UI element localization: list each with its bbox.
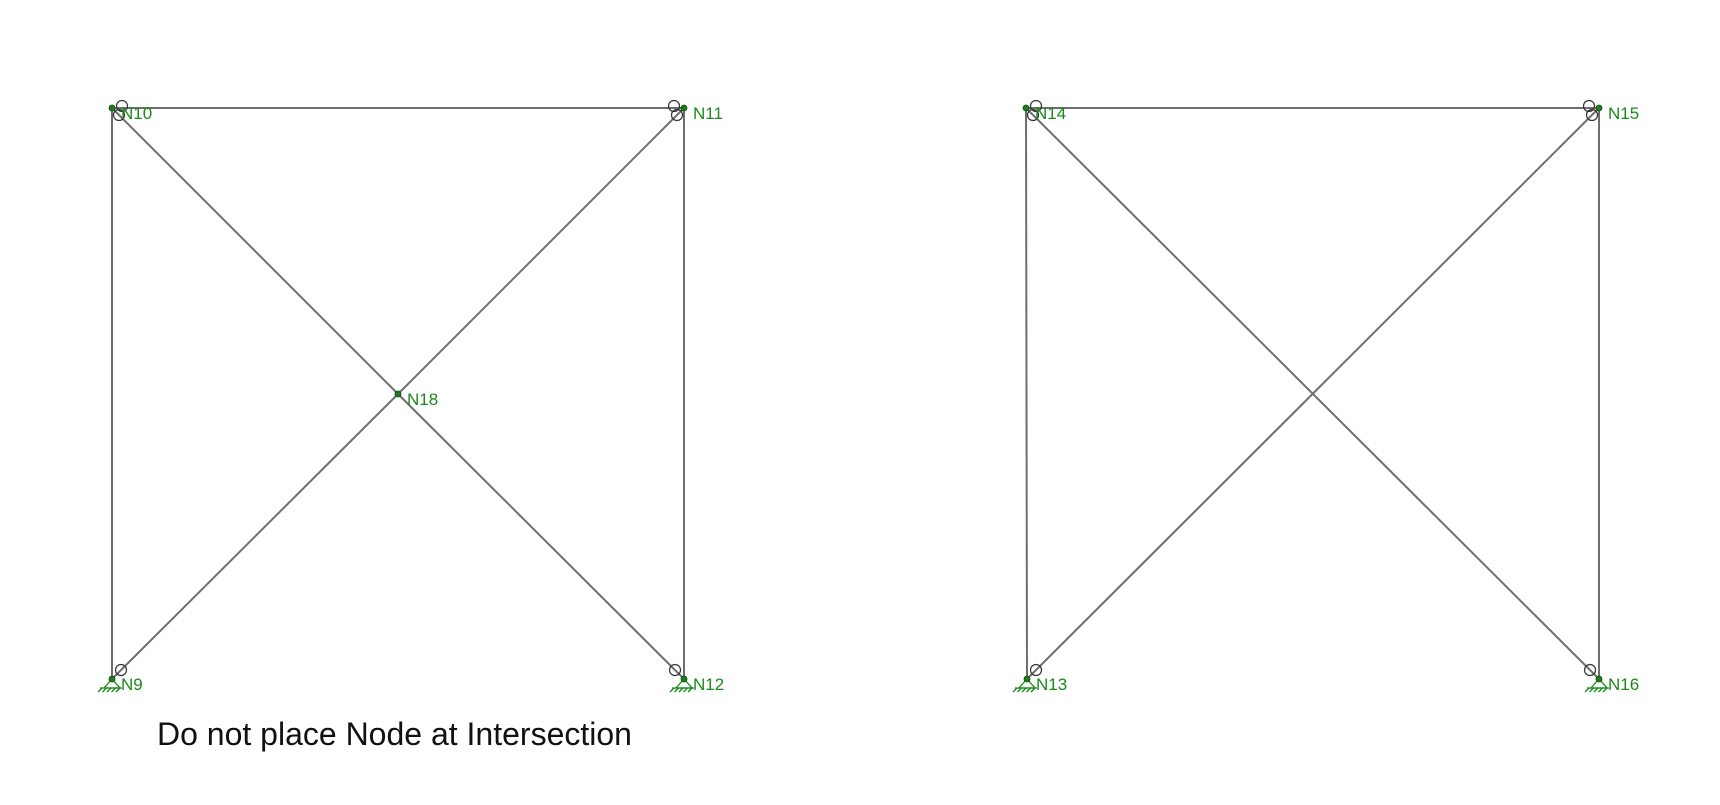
hinge-release-icon [668, 663, 682, 677]
node-label-N12: N12 [693, 675, 724, 694]
member-N10-N18[interactable] [111, 107, 399, 395]
caption-text: Do not place Node at Intersection [157, 716, 632, 752]
node-N13[interactable] [1023, 675, 1031, 683]
hinge-release-icon [1585, 108, 1599, 122]
node-N10[interactable] [108, 104, 116, 112]
nodes-layer [108, 104, 1603, 683]
node-label-N15: N15 [1608, 104, 1639, 123]
hinge-release-icon [1026, 108, 1040, 122]
node-label-N11: N11 [693, 104, 723, 123]
hinge-release-icon [112, 108, 126, 122]
node-N11[interactable] [680, 104, 688, 112]
node-N15[interactable] [1595, 104, 1603, 112]
supports-layer [97, 678, 1609, 693]
pinned-support-icon [97, 678, 122, 693]
hinge-release-icon [1583, 663, 1597, 677]
hinge-release-icon [1029, 663, 1043, 677]
hinge-release-icon [1582, 99, 1596, 113]
hinge-release-icon [115, 99, 129, 113]
pinned-support-icon [669, 678, 694, 693]
members-layer [111, 107, 1600, 680]
node-N18[interactable] [394, 390, 402, 398]
node-label-N9: N9 [121, 675, 143, 694]
member-N13-N15[interactable] [1026, 107, 1600, 680]
pinned-support-icon [1012, 678, 1037, 693]
member-N18-N11[interactable] [397, 107, 685, 395]
node-N9[interactable] [108, 675, 116, 683]
node-label-N18: N18 [407, 390, 438, 409]
node-label-N14: N14 [1035, 104, 1066, 123]
node-N14[interactable] [1022, 104, 1030, 112]
hinge-release-icon [670, 108, 684, 122]
member-N9-N18[interactable] [111, 393, 399, 680]
pinned-support-icon [1584, 678, 1609, 693]
releases-layer [112, 99, 1599, 677]
hinge-release-icon [114, 663, 128, 677]
member-N18-N12[interactable] [397, 393, 685, 680]
hinge-release-icon [667, 99, 681, 113]
hinge-release-icon [1029, 99, 1043, 113]
node-N16[interactable] [1595, 675, 1603, 683]
node-label-N10: N10 [121, 104, 152, 123]
member-N13-N14[interactable] [1025, 107, 1028, 680]
node-N12[interactable] [680, 675, 688, 683]
node-label-N16: N16 [1608, 675, 1639, 694]
node-label-N13: N13 [1036, 675, 1067, 694]
